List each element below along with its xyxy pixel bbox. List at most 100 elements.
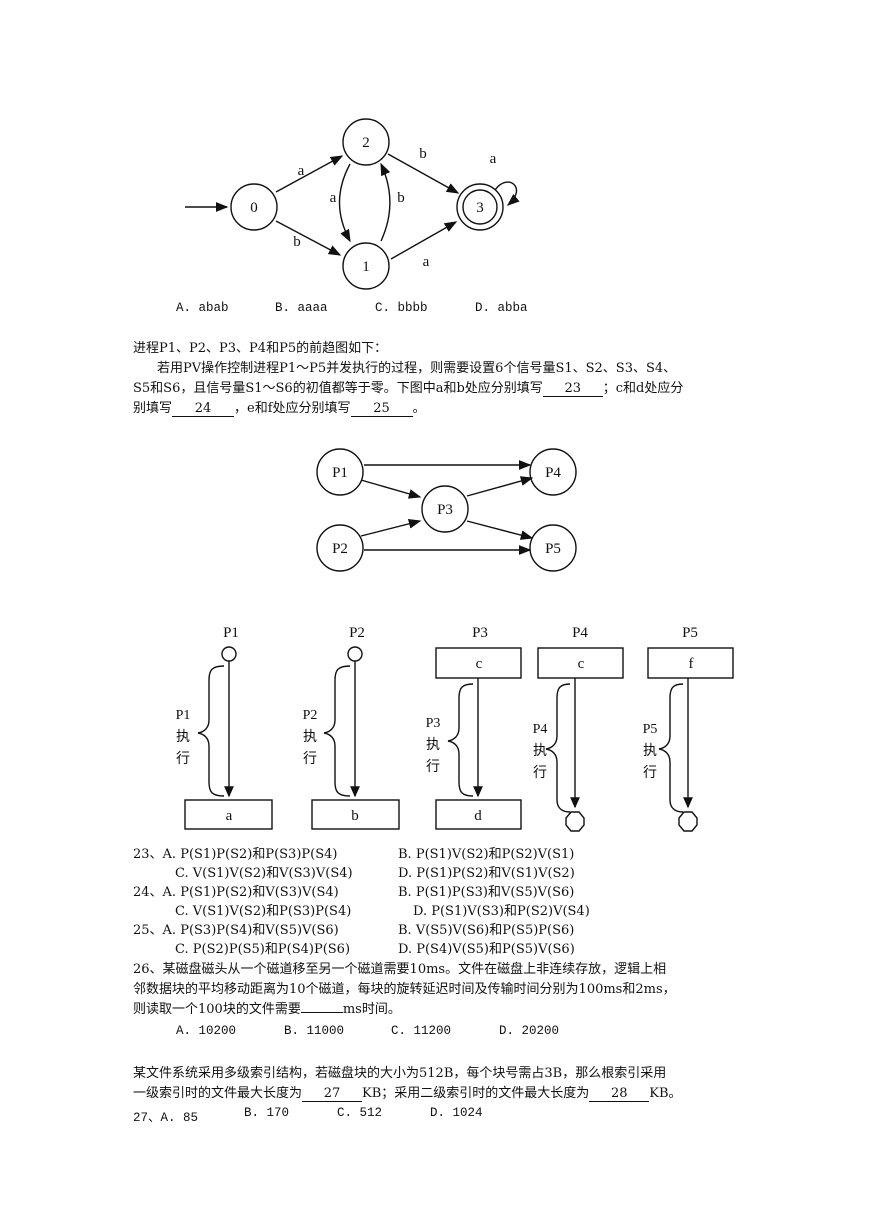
p5-brace bbox=[658, 683, 684, 813]
p5-side-xing: 行 bbox=[643, 765, 657, 781]
node-p4-label: P4 bbox=[545, 465, 561, 481]
q24-option-b: B. P(S1)P(S3)和V(S5)V(S6) bbox=[398, 885, 575, 900]
p3-box-d bbox=[435, 799, 522, 830]
p1-side-xing: 行 bbox=[176, 751, 190, 767]
p2-start-node bbox=[347, 646, 363, 662]
precedence-intro: 进程P1、P2、P3、P4和P5的前趋图如下： bbox=[133, 341, 388, 356]
edge-0-1-label: b bbox=[293, 234, 301, 250]
state-1 bbox=[342, 242, 390, 290]
node-p3 bbox=[421, 485, 469, 533]
p1-box-a bbox=[184, 799, 273, 830]
q26-line-2: 邻数据块的平均移动距离为10个磁道，每块的旋转延迟时间及传输时间分别为100ms… bbox=[133, 982, 676, 997]
node-p5-label: P5 bbox=[545, 541, 561, 557]
blank-27: 27 bbox=[302, 1086, 363, 1102]
edge-1-3-label: a bbox=[423, 254, 430, 270]
edge-0-1 bbox=[275, 220, 342, 256]
q23-option-c: C. V(S1)V(S2)和V(S3)V(S4) bbox=[175, 866, 353, 881]
p4-side-label: P4 bbox=[533, 722, 548, 737]
p1-side-zhi: 执 bbox=[176, 729, 190, 745]
p3-brace bbox=[447, 683, 474, 797]
edge-0-2-label: a bbox=[298, 163, 305, 179]
state-0 bbox=[230, 183, 278, 231]
p2-side-xing: 行 bbox=[303, 751, 317, 767]
p5-side-label: P5 bbox=[643, 722, 658, 737]
p3-top-label: c bbox=[476, 656, 483, 672]
q26-option-b: B. 11000 bbox=[284, 1024, 345, 1038]
p3-bottom-label: d bbox=[474, 808, 482, 824]
edge-p1-p3 bbox=[360, 479, 422, 499]
p5-title: P5 bbox=[682, 625, 698, 641]
edge-0-2 bbox=[275, 155, 344, 193]
p4-brace bbox=[545, 683, 571, 813]
q23-option-d: D. P(S1)P(S2)和V(S1)V(S2) bbox=[398, 866, 575, 881]
process-flow-diagram: P1 P2 P3 P4 P5 c c f a b d P1 执 行 P2 执 行… bbox=[176, 625, 734, 832]
state-3-label: 3 bbox=[476, 200, 484, 216]
q22-option-a: A. abab bbox=[176, 301, 229, 315]
node-p2 bbox=[316, 524, 364, 572]
p5-top-label: f bbox=[689, 656, 694, 672]
p4-end-node bbox=[565, 811, 585, 832]
p4-box-c bbox=[537, 647, 624, 679]
node-p4 bbox=[529, 448, 577, 496]
p2-side-label: P2 bbox=[303, 708, 318, 723]
p4-side-xing: 行 bbox=[533, 765, 547, 781]
p1-side-label: P1 bbox=[176, 708, 191, 723]
precedence-graph: P1 P2 P3 P4 P5 bbox=[316, 448, 577, 572]
blank-26 bbox=[300, 1012, 343, 1013]
node-p1 bbox=[316, 448, 364, 496]
q25-option-a: 25、A. P(S3)P(S4)和V(S5)V(S6) bbox=[133, 923, 339, 938]
node-p2-label: P2 bbox=[332, 541, 348, 557]
p1-start-node bbox=[221, 646, 237, 662]
p1-title: P1 bbox=[223, 625, 239, 641]
p2-brace bbox=[323, 665, 351, 797]
edge-2-1 bbox=[338, 163, 351, 243]
edge-2-1-label: a bbox=[330, 190, 337, 206]
state-3-inner bbox=[462, 189, 498, 225]
dfa-diagram: 0 2 1 3 a b b a b a a bbox=[185, 118, 520, 290]
q27-line-1: 某文件系统采用多级索引结构，若磁盘块的大小为512B，每个块号需占3B，那么根索… bbox=[133, 1066, 667, 1081]
blank-25: 25 bbox=[350, 401, 413, 417]
q22-option-c: C. bbbb bbox=[375, 301, 428, 315]
q25-option-d: D. P(S4)V(S5)和P(S5)V(S6) bbox=[398, 942, 575, 957]
p3-side-xing: 行 bbox=[426, 759, 440, 775]
p5-side-zhi: 执 bbox=[643, 743, 657, 759]
edge-1-2 bbox=[380, 162, 391, 242]
p3-side-label: P3 bbox=[426, 716, 441, 731]
state-2 bbox=[342, 118, 390, 166]
q27-option-c: C. 512 bbox=[337, 1106, 383, 1120]
q22-option-b: B. aaaa bbox=[275, 301, 328, 315]
p1-bottom-label: a bbox=[226, 808, 233, 824]
q23-option-a: 23、A. P(S1)P(S2)和P(S3)P(S4) bbox=[133, 847, 338, 862]
q24-option-a: 24、A. P(S1)P(S2)和V(S3)V(S4) bbox=[133, 885, 339, 900]
blank-28: 28 bbox=[589, 1086, 650, 1102]
p3-side-zhi: 执 bbox=[426, 737, 440, 753]
edge-2-3-label: b bbox=[419, 146, 427, 162]
p5-box-f bbox=[647, 647, 734, 679]
p2-bottom-label: b bbox=[351, 808, 359, 824]
q22-option-d: D. abba bbox=[475, 301, 528, 315]
node-p1-label: P1 bbox=[332, 465, 348, 481]
state-0-label: 0 bbox=[250, 200, 258, 216]
q26-option-d: D. 20200 bbox=[499, 1024, 560, 1038]
q24-option-c: C. V(S1)V(S2)和P(S3)P(S4) bbox=[175, 904, 352, 919]
q25-option-b: B. V(S5)V(S6)和P(S5)P(S6) bbox=[398, 923, 575, 938]
q26-line-1: 26、某磁盘磁头从一个磁道移至另一个磁道需要10ms。文件在磁盘上非连续存放，逻… bbox=[133, 962, 667, 977]
para-line-1: 若用PV操作控制进程P1～P5并发执行的过程，则需要设置6个信号量S1、S2、S… bbox=[157, 361, 677, 376]
edge-3-3-label: a bbox=[490, 151, 497, 167]
node-p3-label: P3 bbox=[437, 502, 453, 518]
q23-option-b: B. P(S1)V(S2)和P(S2)V(S1) bbox=[398, 847, 575, 862]
state-3 bbox=[456, 183, 504, 231]
edge-p3-p4 bbox=[466, 476, 534, 497]
edge-3-3 bbox=[494, 181, 520, 206]
p4-top-label: c bbox=[578, 656, 585, 672]
p2-title: P2 bbox=[349, 625, 365, 641]
state-2-label: 2 bbox=[362, 135, 370, 151]
blank-24: 24 bbox=[172, 401, 235, 417]
p2-side-zhi: 执 bbox=[303, 729, 317, 745]
p4-title: P4 bbox=[572, 625, 588, 641]
q27-option-a: 27、A. 85 bbox=[133, 1111, 199, 1125]
q26-option-c: C. 11200 bbox=[391, 1024, 452, 1038]
